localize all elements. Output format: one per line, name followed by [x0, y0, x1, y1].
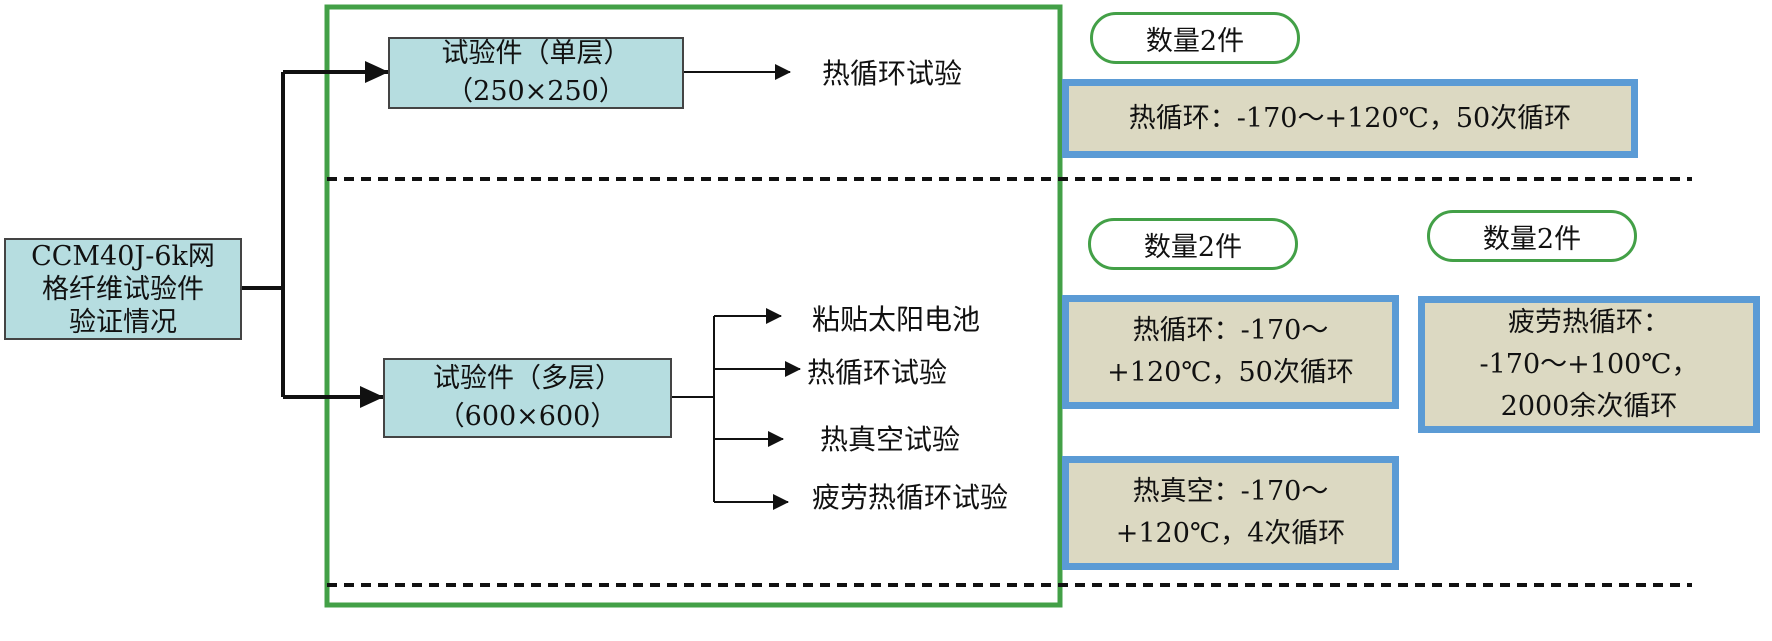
condition-line: +120℃，4次循环: [1115, 518, 1346, 549]
specimen-multi-size: （600×600）: [437, 401, 618, 432]
quantity-badge-label: 数量2件: [1145, 25, 1245, 57]
condition-multi-fatigue-cycle: 疲劳热循环： -170～+100℃， 2000余次循环: [1418, 296, 1760, 433]
condition-line: -170～+100℃，: [1479, 348, 1699, 380]
quantity-badge-label: 数量2件: [1143, 231, 1243, 263]
condition-multi-thermal-cycle: 热循环：-170～ +120℃，50次循环: [1062, 295, 1399, 409]
quantity-badge: 数量2件: [1427, 210, 1637, 262]
condition-line: 热真空：-170～: [1132, 476, 1329, 507]
quantity-badge: 数量2件: [1090, 12, 1300, 64]
condition-line: 热循环：-170～+120℃，50次循环: [1128, 102, 1572, 134]
condition-line: 热循环：-170～: [1132, 315, 1329, 346]
specimen-single-size: （250×250）: [446, 76, 626, 107]
quantity-badge: 数量2件: [1088, 218, 1298, 270]
condition-single-thermal-cycle: 热循环：-170～+120℃，50次循环: [1062, 79, 1638, 158]
condition-line: 2000余次循环: [1500, 390, 1678, 422]
root-line: CCM40J-6k网: [31, 240, 215, 272]
specimen-multi-box: 试验件（多层） （600×600）: [383, 358, 672, 438]
condition-line: 疲劳热循环：: [1508, 306, 1670, 338]
test-label-thermal-cycle-multi: 热循环试验: [807, 356, 948, 389]
specimen-group-frame: [324, 4, 1063, 608]
test-label-thermal-cycle-single: 热循环试验: [822, 57, 963, 90]
test-label-fatigue-cycle: 疲劳热循环试验: [812, 481, 1009, 514]
root-box: CCM40J-6k网 格纤维试验件 验证情况: [4, 238, 242, 340]
test-label-solar-cell: 粘贴太阳电池: [812, 303, 981, 336]
root-line: 格纤维试验件: [42, 273, 204, 305]
specimen-single-title: 试验件（单层）: [441, 38, 631, 69]
root-line: 验证情况: [69, 306, 177, 338]
specimen-single-box: 试验件（单层） （250×250）: [388, 37, 684, 109]
quantity-badge-label: 数量2件: [1482, 223, 1582, 255]
condition-multi-thermal-vacuum: 热真空：-170～ +120℃，4次循环: [1062, 456, 1399, 570]
test-label-thermal-vacuum: 热真空试验: [820, 423, 961, 456]
condition-line: +120℃，50次循环: [1107, 357, 1354, 388]
specimen-multi-title: 试验件（多层）: [433, 363, 622, 394]
